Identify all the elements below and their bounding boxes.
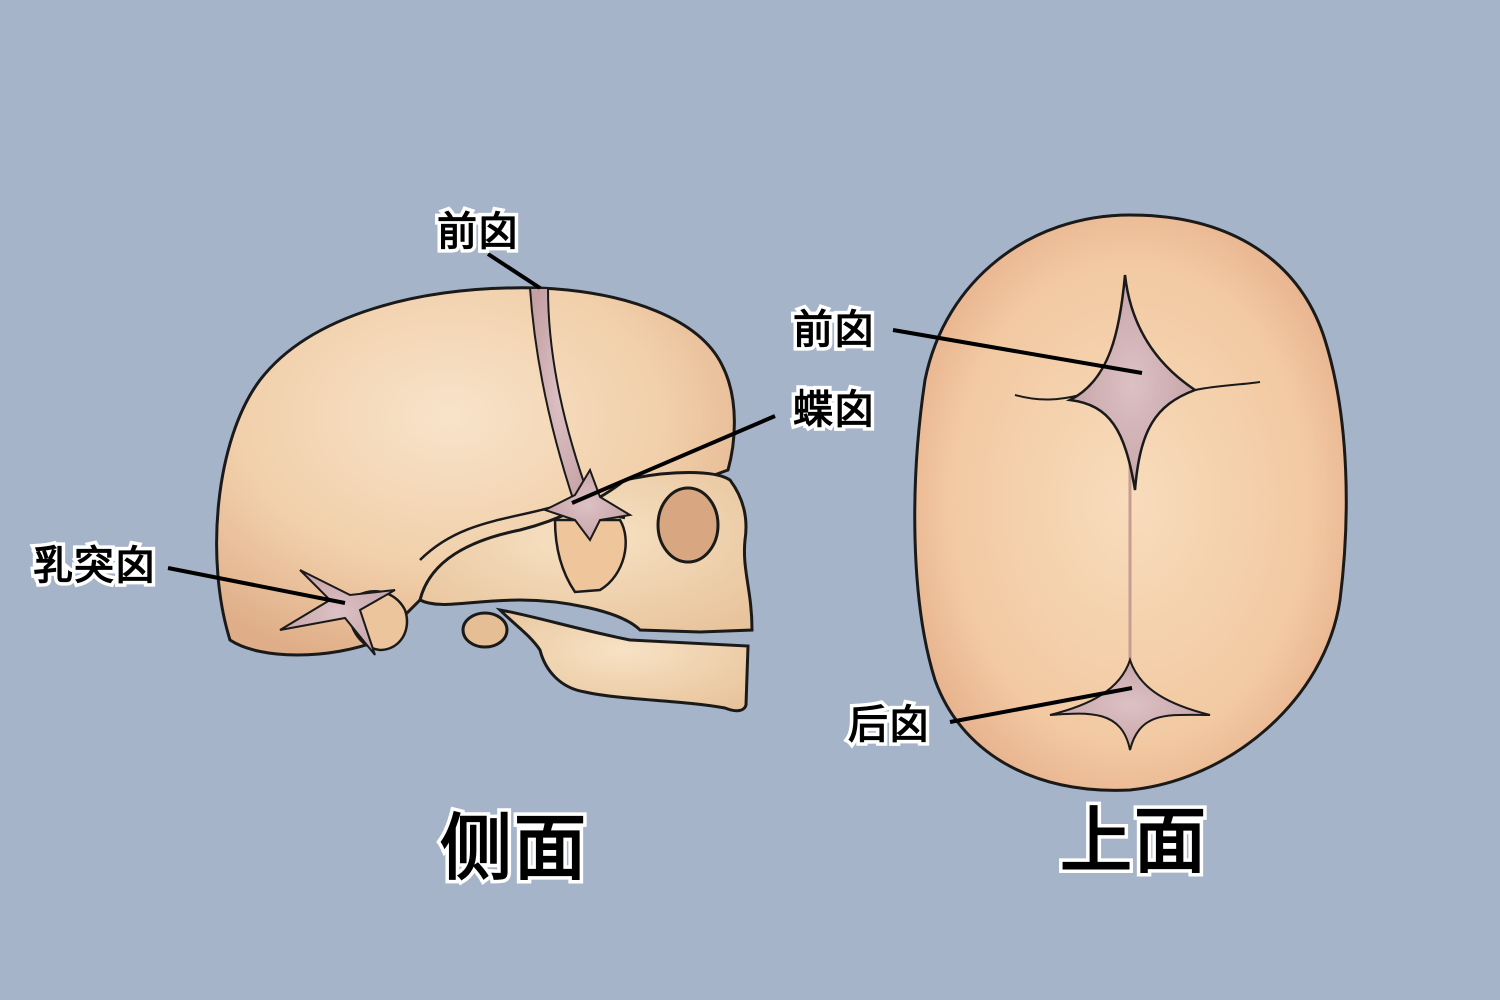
leader-side-sphenoid (571, 414, 776, 505)
label-outline: 后囟 (845, 702, 933, 749)
side-mandible (495, 607, 750, 713)
caption-outline: 上面 (1056, 799, 1209, 883)
leader-top-posterior (949, 686, 1133, 724)
label-top-anterior-fontanelle: 前囟 前囟 (790, 307, 878, 354)
label-side-sphenoid-fontanelle: 蝶囟 蝶囟 (790, 387, 878, 434)
top-posterior-fontanelle (1049, 656, 1211, 751)
leader-side-anterior (486, 252, 542, 290)
side-mastoid-fontanelle (279, 569, 396, 656)
leader-lines (167, 252, 1143, 724)
label-text: 前囟 (793, 307, 875, 353)
side-sphenoid-fontanelle (542, 467, 633, 542)
leader-top-anterior (892, 328, 1143, 375)
label-outline: 前囟 (434, 209, 522, 256)
side-view-skull (215, 286, 754, 713)
leader-side-mastoid (167, 566, 346, 605)
caption-text: 上面 (1060, 799, 1209, 883)
side-ear-canal (461, 611, 509, 649)
top-anterior-fontanelle (1065, 274, 1198, 491)
side-temporal-bone (553, 518, 627, 594)
label-text: 蝶囟 (793, 387, 875, 433)
side-orbit (656, 486, 720, 564)
label-side-mastoid-fontanelle: 乳突囟 乳突囟 (30, 543, 159, 590)
caption-side-view: 侧面 侧面 (436, 806, 589, 890)
caption-top-view: 上面 上面 (1056, 799, 1209, 883)
label-outline: 蝶囟 (790, 387, 878, 434)
label-side-anterior-fontanelle: 前囟 前囟 (434, 209, 522, 256)
label-text: 后囟 (848, 702, 930, 748)
label-text: 前囟 (437, 209, 519, 255)
label-outline: 前囟 (790, 307, 878, 354)
caption-text: 侧面 (440, 806, 589, 890)
label-text: 乳突囟 (33, 543, 156, 589)
label-outline: 乳突囟 (30, 543, 159, 590)
top-view-skull (913, 213, 1348, 792)
label-top-posterior-fontanelle: 后囟 后囟 (845, 702, 933, 749)
caption-outline: 侧面 (436, 806, 589, 890)
